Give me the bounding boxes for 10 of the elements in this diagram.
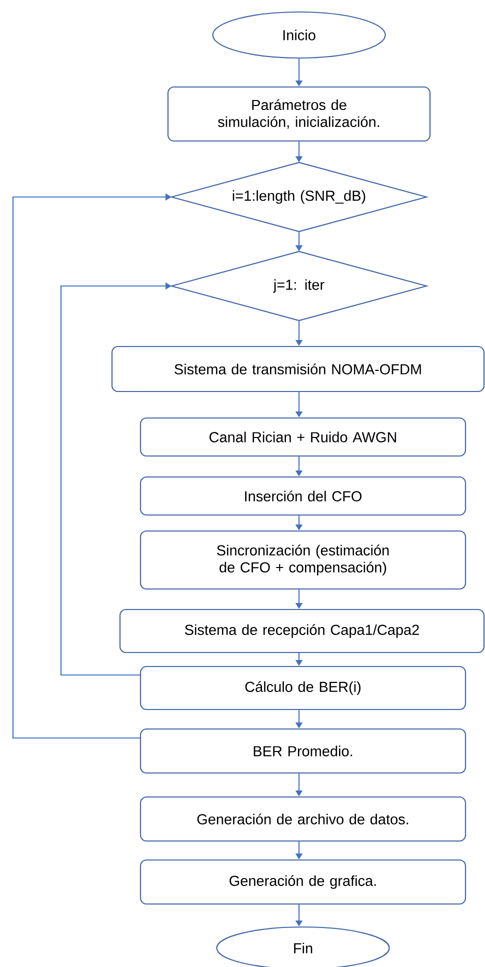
process-box: Sistema de transmisión NOMA-OFDM xyxy=(111,346,485,392)
process-box: Generación de grafica. xyxy=(140,859,466,905)
process-box: Sistema de recepción Capa1/Capa2 xyxy=(119,608,485,654)
process-box: Cálculo de BER(i) xyxy=(140,666,466,710)
process-box: Sincronización (estimación de CFO + compensación) xyxy=(140,530,466,590)
process-box: BER Promedio. xyxy=(140,728,466,774)
process-box: Canal Rician + Ruido AWGN xyxy=(140,417,466,457)
process-box: Inserción del CFO xyxy=(140,476,466,516)
process-box: Parámetros de simulación, inicialización. xyxy=(167,86,431,142)
process-box: Generación de archivo de datos. xyxy=(140,796,466,842)
